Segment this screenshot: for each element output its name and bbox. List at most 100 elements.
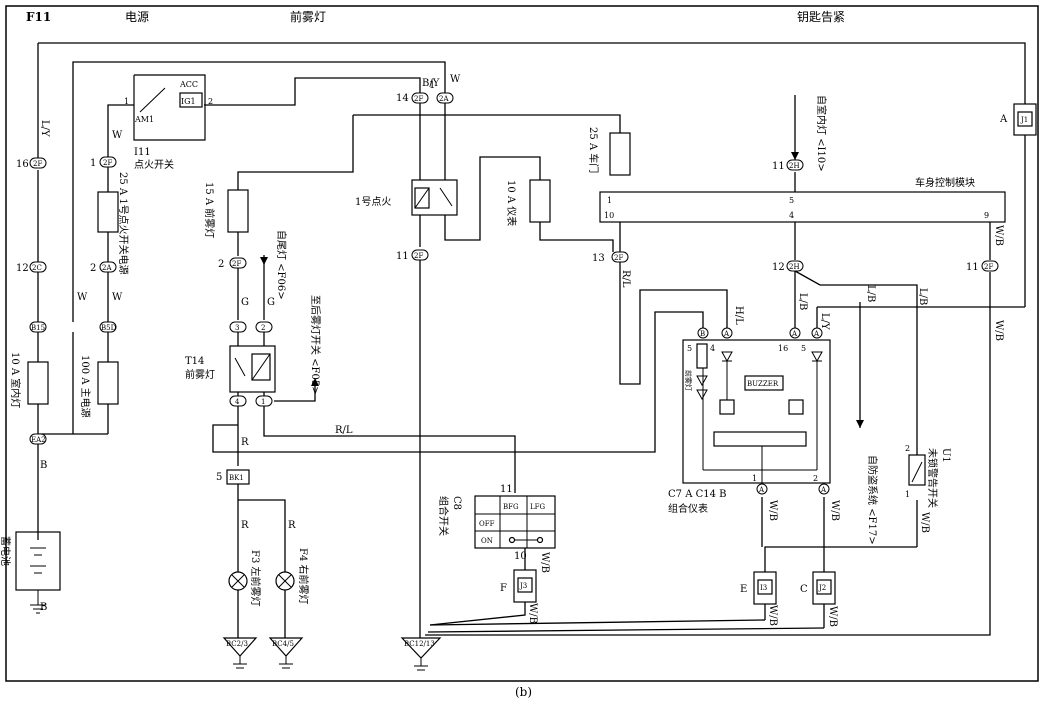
svg-text:10: 10: [604, 211, 614, 220]
svg-text:I11: I11: [134, 147, 151, 158]
connector-j3-f: J3 F: [500, 569, 537, 603]
svg-text:W/B: W/B: [539, 552, 550, 573]
unlock-warning-switch: 2 1 U1 未锁警告开关: [905, 444, 951, 508]
svg-text:2F: 2F: [614, 254, 623, 262]
svg-text:B15: B15: [31, 324, 45, 332]
svg-text:W: W: [77, 292, 88, 303]
ignition-switch: ACC IG1 AM1 1 2 I11 点火开关: [124, 74, 213, 171]
right-fog-lamp: F4 右前雾灯: [275, 548, 310, 604]
connector-i3-e: I3 E: [740, 571, 777, 605]
svg-text:前雾灯: 前雾灯: [684, 370, 693, 391]
svg-text:11: 11: [772, 161, 785, 172]
fuse-dome: 10 A 室内灯: [9, 352, 49, 408]
svg-text:点火开关: 点火开关: [134, 158, 174, 171]
svg-text:A: A: [813, 330, 820, 338]
svg-text:AM1: AM1: [134, 115, 154, 124]
svg-text:5: 5: [789, 196, 794, 205]
fog-relay-t14: T14 前雾灯: [185, 345, 276, 393]
svg-text:10 A 仪表: 10 A 仪表: [505, 180, 518, 226]
svg-text:12: 12: [16, 263, 29, 274]
svg-text:2F: 2F: [414, 95, 423, 103]
svg-text:16: 16: [16, 159, 29, 170]
svg-text:5: 5: [216, 472, 222, 483]
svg-text:2F: 2F: [984, 263, 993, 271]
svg-text:W/B: W/B: [527, 603, 538, 624]
rear-fog-label: 至后雾灯开关 <F05>: [309, 295, 322, 395]
svg-text:A: A: [999, 114, 1008, 125]
svg-text:1: 1: [90, 158, 96, 169]
svg-text:2: 2: [261, 324, 265, 332]
svg-text:W/B: W/B: [829, 500, 840, 521]
svg-text:A: A: [758, 486, 765, 494]
svg-text:G: G: [267, 297, 275, 308]
svg-text:B: B: [40, 460, 47, 471]
connector-bk1: BK1 5: [216, 469, 250, 485]
svg-text:组合开关: 组合开关: [437, 496, 450, 536]
svg-text:12: 12: [772, 262, 785, 273]
svg-text:J2: J2: [818, 584, 826, 592]
svg-text:R: R: [241, 520, 249, 531]
svg-text:13: 13: [592, 253, 605, 264]
svg-text:16: 16: [778, 344, 788, 353]
svg-text:1号点火: 1号点火: [355, 196, 391, 208]
svg-text:J3: J3: [519, 582, 527, 590]
svg-text:10: 10: [514, 551, 527, 562]
svg-text:14: 14: [396, 93, 409, 104]
svg-text:B5D: B5D: [101, 324, 117, 332]
svg-text:1: 1: [429, 80, 435, 91]
svg-text:蓄电池: 蓄电池: [0, 536, 12, 566]
svg-text:IG1: IG1: [181, 97, 196, 106]
svg-text:W: W: [450, 74, 461, 85]
svg-text:B/Y: B/Y: [422, 78, 440, 89]
svg-text:3: 3: [235, 324, 239, 332]
svg-text:2: 2: [90, 263, 96, 274]
svg-text:R/L: R/L: [335, 425, 353, 436]
svg-text:25 A 车门: 25 A 车门: [587, 127, 600, 173]
svg-text:9: 9: [984, 211, 989, 220]
svg-text:BC2/3: BC2/3: [226, 640, 248, 648]
svg-text:BK1: BK1: [229, 474, 244, 482]
svg-text:OFF: OFF: [479, 520, 495, 528]
wires: [37, 42, 1026, 640]
svg-text:4: 4: [235, 398, 240, 406]
section-power: 电源: [125, 10, 149, 24]
section-foglamp: 前雾灯: [290, 9, 326, 24]
svg-text:1: 1: [261, 398, 265, 406]
svg-text:2C: 2C: [32, 264, 42, 272]
svg-text:5: 5: [687, 344, 692, 353]
fuse-fog: 15 A 前雾灯: [203, 182, 249, 238]
dome-input-label: 自室内灯 <I10>: [815, 95, 828, 172]
svg-text:L/Y: L/Y: [39, 120, 50, 137]
ground-bc45: BC4/5: [268, 637, 304, 669]
svg-text:BC12/13: BC12/13: [404, 640, 435, 648]
svg-text:11: 11: [396, 251, 409, 262]
body-control-module: 车身控制模块 1 5 10 4 9: [599, 176, 1006, 223]
svg-text:W/B: W/B: [993, 320, 1004, 341]
svg-text:B: B: [40, 602, 47, 613]
svg-text:A: A: [791, 330, 798, 338]
svg-text:L/Y: L/Y: [819, 313, 830, 330]
svg-text:EA2: EA2: [31, 436, 46, 444]
svg-text:1: 1: [124, 97, 129, 106]
svg-text:2F: 2F: [414, 252, 423, 260]
svg-text:B: B: [700, 330, 705, 338]
fuse-meter: 10 A 仪表: [505, 179, 551, 226]
svg-text:F3 左前雾灯: F3 左前雾灯: [249, 550, 262, 606]
svg-text:1: 1: [905, 490, 910, 499]
svg-text:25 A 1号点火开关电源: 25 A 1号点火开关电源: [117, 172, 130, 275]
svg-text:2: 2: [905, 444, 910, 453]
svg-text:C8: C8: [451, 496, 462, 510]
section-key-warning: 钥匙告紧: [797, 10, 845, 24]
tail-lamp-label: 自尾灯 <F06>: [275, 230, 288, 300]
ignition-relay-1: 1号点火: [355, 179, 458, 216]
round-connectors: 2F 16 2C 12 B15 EA2 2F 1 2A 2 B5D 2F 14 …: [16, 80, 999, 495]
svg-text:R: R: [288, 520, 296, 531]
svg-text:车身控制模块: 车身控制模块: [915, 176, 975, 189]
svg-text:U1: U1: [940, 448, 951, 463]
svg-text:T14: T14: [185, 356, 204, 367]
svg-text:LFG: LFG: [530, 503, 546, 511]
diagram-code: F11: [26, 10, 51, 24]
svg-text:11: 11: [500, 484, 513, 495]
diagram-frame: [5, 5, 1039, 682]
